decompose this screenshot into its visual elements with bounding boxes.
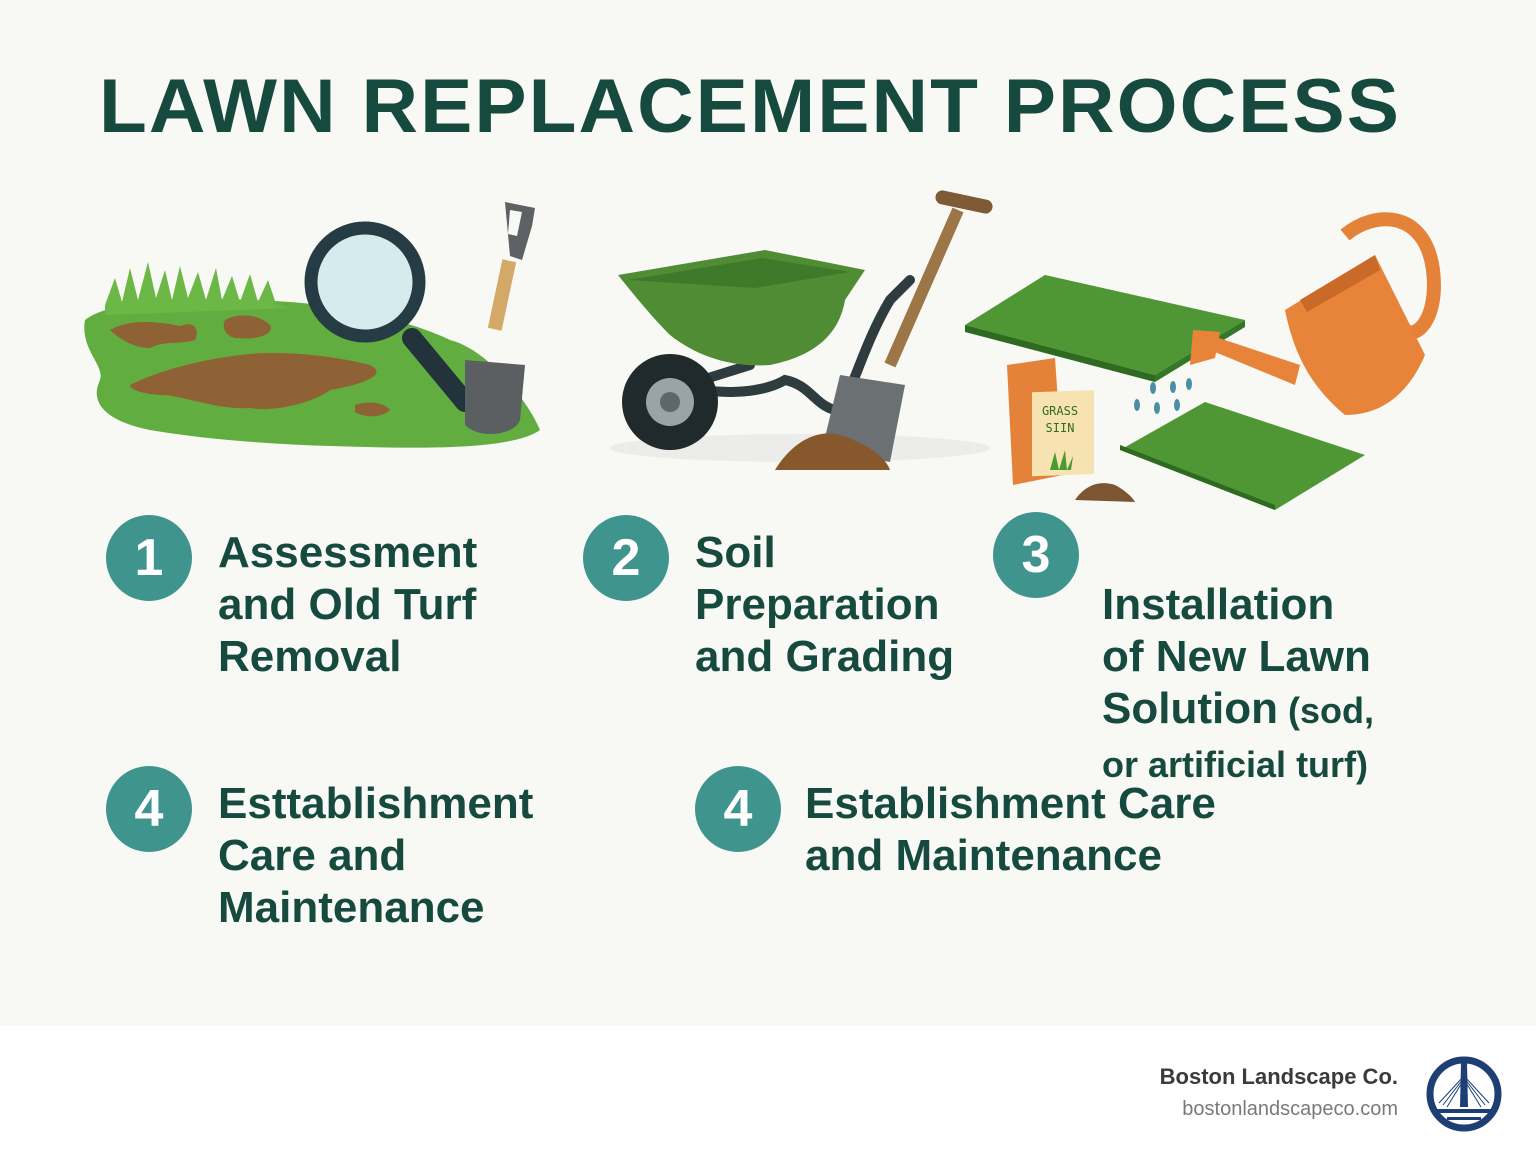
company-name: Boston Landscape Co. [1159,1064,1398,1089]
seed-pile-icon [1075,483,1135,502]
sod-square-icon [965,275,1245,382]
svg-text:GRASS: GRASS [1042,404,1078,418]
step-badge: 1 [106,515,192,601]
step-label: Installation of New Lawn Solution (sod,o… [1102,580,1374,785]
dirt-patches-icon [110,315,390,417]
step-label: Soil Preparation and Grading [695,528,955,681]
step-badge: 4 [695,766,781,852]
installation-illustration: GRASS SIIN [955,190,1455,510]
footer [0,1026,1536,1154]
step-label: Assessment and Old Turf Removal [218,528,478,681]
step-badge: 2 [583,515,669,601]
soil-pile-icon [775,433,890,470]
page-title: LAWN REPLACEMENT PROCESS [98,64,1401,149]
spade-icon [465,202,535,435]
bridge-logo-icon [1425,1055,1503,1133]
wheelbarrow-icon [618,250,915,450]
step-badge: 3 [993,512,1079,598]
soil-prep-illustration [600,180,1000,480]
company-url[interactable]: bostonlandscapeco.com [1182,1098,1398,1120]
grass-seed-bag-icon: GRASS SIIN [1007,358,1094,485]
infographic-canvas: LAWN REPLACEMENT PROCESS [0,0,1536,1026]
step-label: Esttablishment Care and Maintenance [218,779,534,932]
sod-square-icon [1120,402,1365,510]
step-label: Establishment Care and Maintenance [805,779,1216,880]
magnifying-glass-icon [304,221,475,412]
watering-can-icon [1190,212,1441,415]
water-drops-icon [1134,378,1192,414]
svg-text:SIIN: SIIN [1046,421,1075,435]
step-badge: 4 [106,766,192,852]
assessment-illustration [70,190,550,470]
